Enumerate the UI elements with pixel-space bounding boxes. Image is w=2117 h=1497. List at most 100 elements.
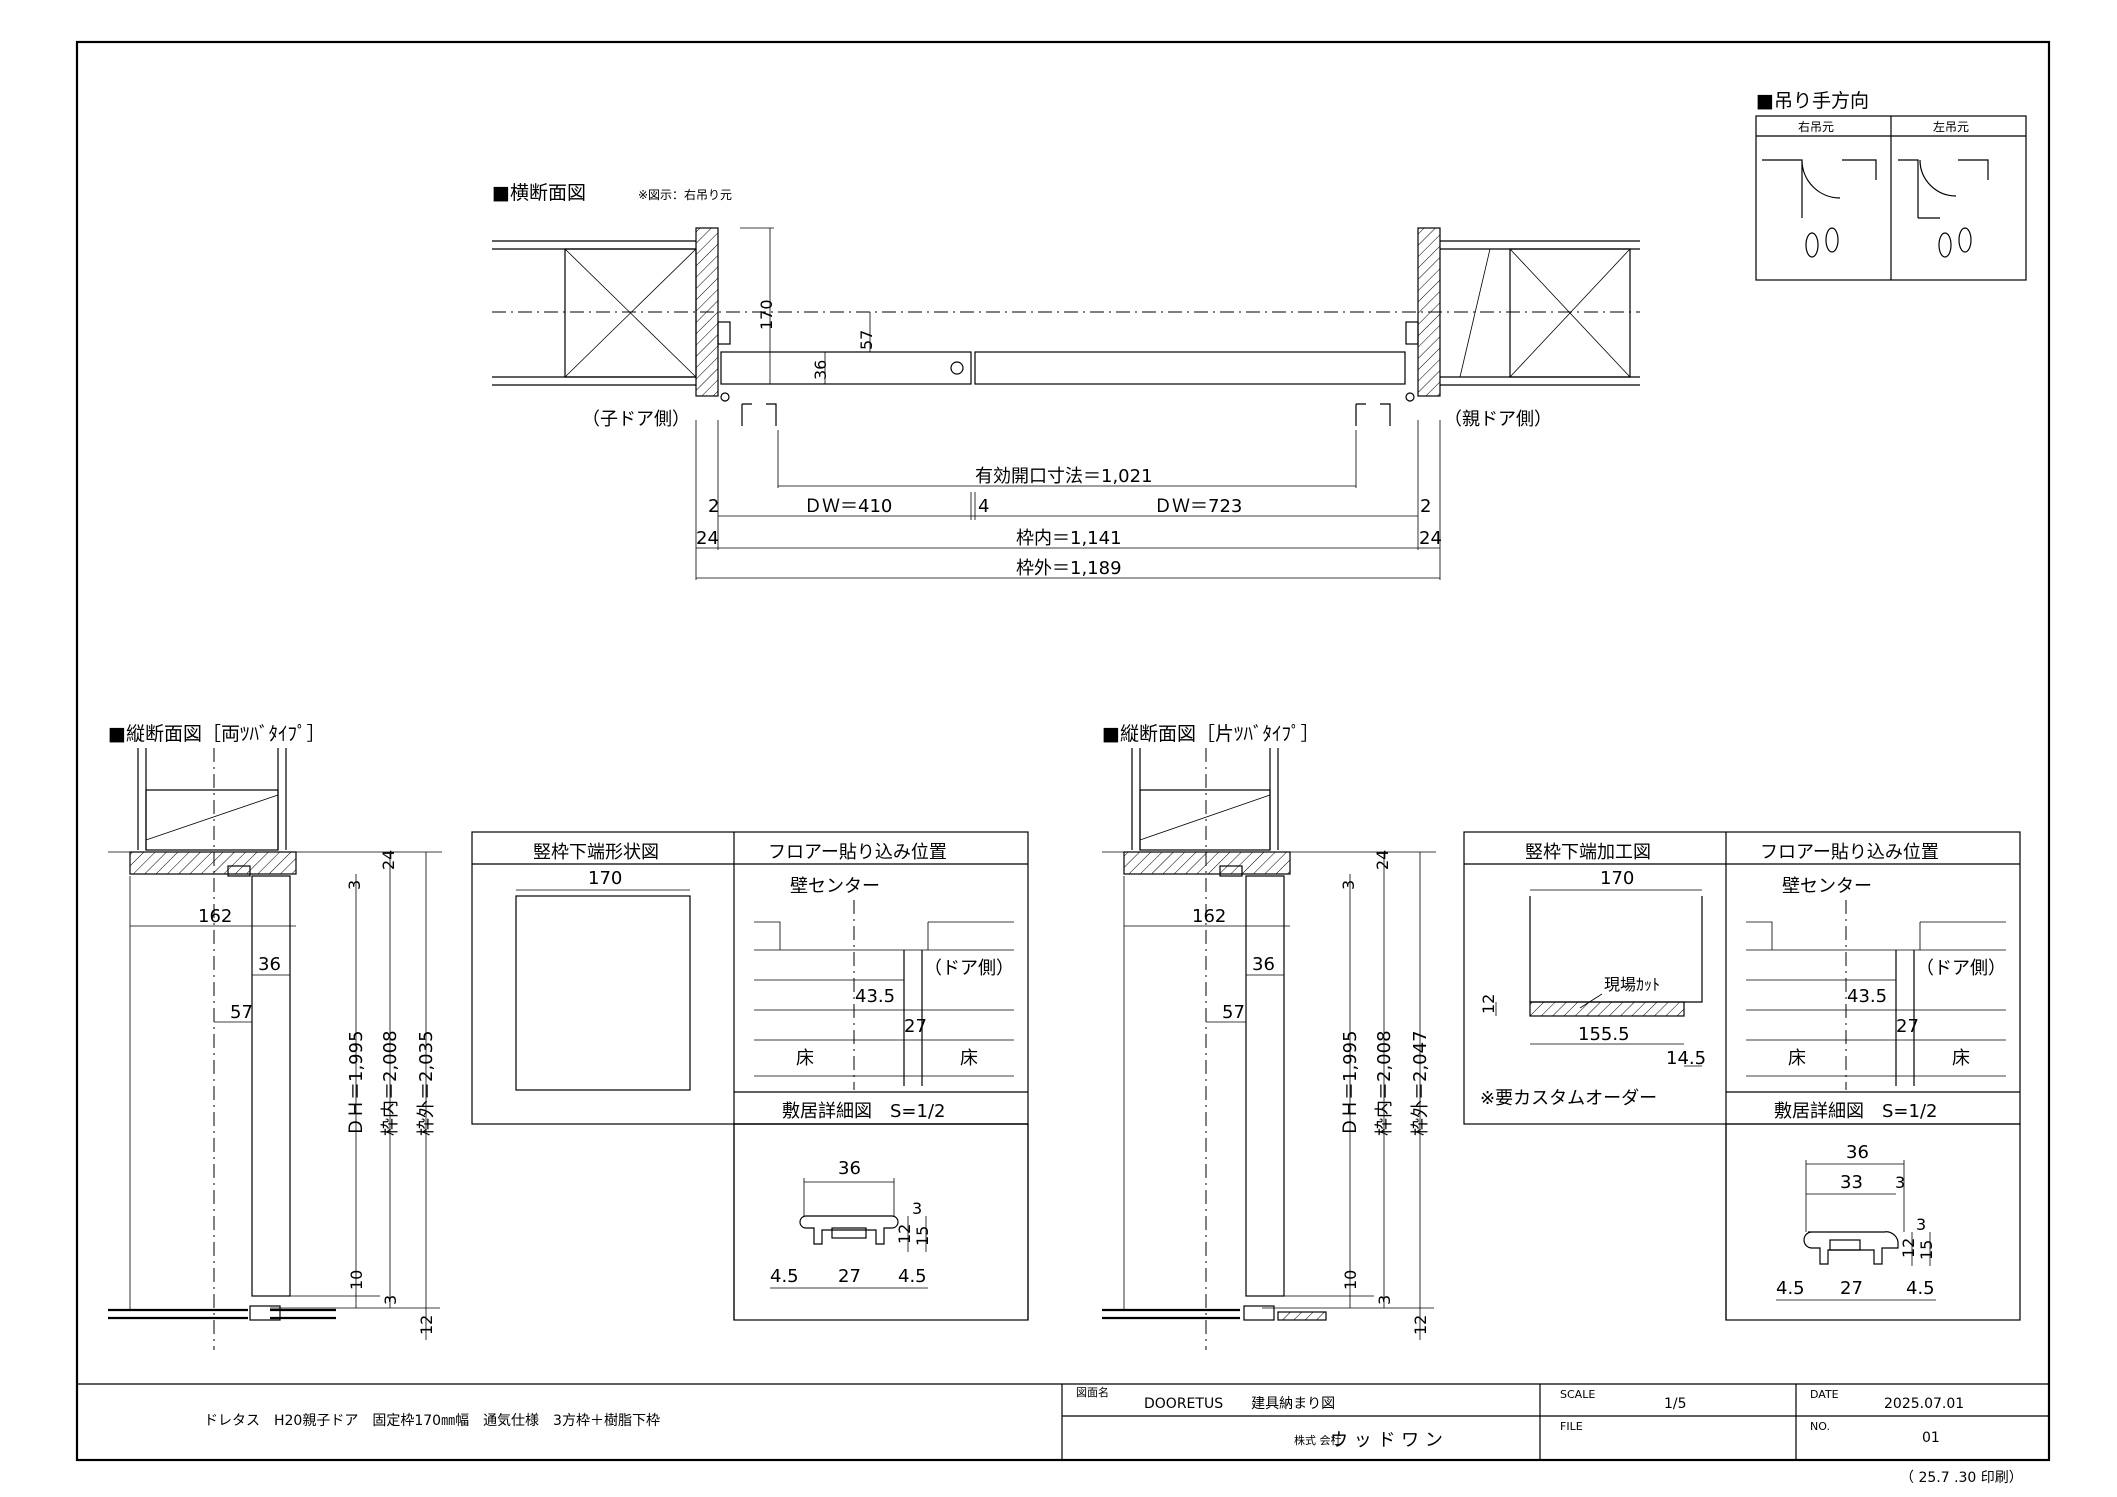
dl-header-b: フロアー貼り込み位置: [768, 842, 947, 863]
vb-dim-10: 10: [347, 1270, 366, 1290]
dr-dim-155-5: 155.5: [1578, 1024, 1630, 1045]
scale-label: SCALE: [1560, 1388, 1595, 1401]
drawing-name-label: 図面名: [1076, 1385, 1109, 1399]
parent-door-leaf: [974, 351, 1406, 385]
dl-floor-l: 床: [796, 1048, 814, 1069]
vertical-single-title: ■縦断面図［片ﾂﾊﾞﾀｲﾌﾟ］: [1102, 723, 1319, 745]
dl-sill-15: 15: [913, 1226, 932, 1246]
company-name: ウ ッ ド ワ ン: [1330, 1430, 1443, 1451]
hanging-left: 左吊元: [1933, 119, 1969, 134]
dr-sill-36: 36: [1846, 1142, 1869, 1163]
vb-dim-57: 57: [230, 1002, 253, 1023]
dr-sill-15: 15: [1917, 1240, 1936, 1260]
dl-sill-3: 3: [912, 1199, 922, 1218]
dr-sill-4-5-r: 4.5: [1906, 1278, 1935, 1299]
dl-sill-36: 36: [838, 1158, 861, 1179]
gap-2-left: 2: [708, 496, 719, 517]
dr-floor-l: 床: [1788, 1048, 1806, 1069]
dr-dim-170: 170: [1600, 868, 1634, 889]
dr-sill-27: 27: [1840, 1278, 1863, 1299]
vb-dim-162: 162: [198, 906, 232, 927]
vertical-section-single: ■縦断面図［片ﾂﾊﾞﾀｲﾌﾟ］ 162 36 57 3 24 ＤＨ＝1,995 …: [1102, 723, 1436, 1350]
vb-dim-3-bottom: 3: [381, 1295, 400, 1305]
hanging-title: ■吊り手方向: [1756, 90, 1869, 112]
effective-opening: 有効開口寸法＝1,021: [975, 466, 1153, 487]
dr-header-b: フロアー貼り込み位置: [1760, 842, 1939, 863]
dr-dim-14-5: 14.5: [1666, 1048, 1706, 1069]
frame-24-right: 24: [1419, 528, 1442, 549]
drawing-name: DOORETUS 建具納まり図: [1144, 1396, 1335, 1412]
dr-dim-43-5: 43.5: [1847, 986, 1887, 1007]
dr-sill-title: 敷居詳細図 S=1/2: [1774, 1101, 1937, 1122]
vs-dim-57: 57: [1222, 1002, 1245, 1023]
frame-outer: 枠外＝1,189: [1016, 558, 1122, 579]
vs-dim-162: 162: [1192, 906, 1226, 927]
dl-wall-center: 壁センター: [790, 876, 880, 897]
dr-sill-3a: 3: [1895, 1173, 1905, 1192]
detail-table-right: 竪枠下端加工図 フロアー貼り込み位置 170 現場ｶｯﾄ 12 155.5 14…: [1463, 831, 2021, 1321]
dr-dim-12: 12: [1479, 994, 1498, 1014]
no-label: NO.: [1810, 1420, 1830, 1433]
dl-floor-r: 床: [960, 1048, 978, 1069]
vb-inner: 枠内＝2,008: [380, 1030, 401, 1136]
dl-dim-170: 170: [588, 868, 622, 889]
vb-dim-3-top: 3: [345, 880, 364, 890]
dl-header-a: 竪枠下端形状図: [533, 842, 659, 863]
dr-custom-order: ※要カスタムオーダー: [1480, 1088, 1657, 1109]
frame-inner: 枠内＝1,141: [1016, 528, 1122, 549]
sheet-border: [75, 40, 2051, 1462]
dl-sill-4-5-l: 4.5: [770, 1266, 799, 1287]
vs-dim-3-top: 3: [1339, 880, 1358, 890]
dr-sill-12: 12: [1899, 1238, 1918, 1258]
product-title: ドレタス H20親子ドア 固定枠170㎜幅 通気仕様 3方枠＋樹脂下枠: [204, 1413, 660, 1429]
cross-dim-36: 36: [811, 360, 830, 380]
print-date: （ 25.7 .30 印刷）: [1900, 1470, 2023, 1486]
vs-inner: 枠内＝2,008: [1374, 1030, 1395, 1136]
dw-left: ＤＷ＝410: [804, 496, 892, 517]
dl-sill-12: 12: [895, 1224, 914, 1244]
dw-right: ＤＷ＝723: [1154, 496, 1242, 517]
right-side-label: （親ドア側）: [1444, 409, 1552, 430]
file-label: FILE: [1560, 1420, 1583, 1433]
dl-dim-43-5: 43.5: [855, 986, 895, 1007]
title-block: ドレタス H20親子ドア 固定枠170㎜幅 通気仕様 3方枠＋樹脂下枠 図面名 …: [77, 1383, 2049, 1486]
vs-dim-3-bottom: 3: [1375, 1295, 1394, 1305]
gap-2-right: 2: [1420, 496, 1431, 517]
date-label: DATE: [1810, 1388, 1839, 1401]
dr-sill-33: 33: [1840, 1172, 1863, 1193]
hanging-direction: ■吊り手方向 右吊元 左吊元: [1755, 90, 2027, 281]
vs-outer: 枠外＝2,047: [1410, 1030, 1431, 1136]
detail-table-left: 竪枠下端形状図 フロアー貼り込み位置 170 壁センター （ドア側） 43.5 …: [471, 831, 1029, 1321]
dl-door-side: （ドア側）: [924, 958, 1014, 979]
vs-dh: ＤＨ＝1,995: [1340, 1030, 1361, 1136]
cross-dim-170: 170: [757, 299, 776, 330]
cross-dim-57: 57: [857, 330, 876, 350]
hanging-right: 右吊元: [1798, 119, 1834, 134]
vs-dim-10: 10: [1341, 1270, 1360, 1290]
no-value: 01: [1922, 1430, 1940, 1446]
scale-value: 1/5: [1664, 1396, 1687, 1412]
vertical-both-title: ■縦断面図［両ﾂﾊﾞﾀｲﾌﾟ］: [108, 723, 325, 745]
date-value: 2025.07.01: [1884, 1396, 1964, 1412]
child-door-leaf: [720, 351, 972, 385]
dr-header-a: 竪枠下端加工図: [1525, 842, 1651, 863]
dr-dim-27: 27: [1896, 1016, 1919, 1037]
dl-sill-4-5-r: 4.5: [898, 1266, 927, 1287]
dl-dim-27: 27: [904, 1016, 927, 1037]
vb-outer: 枠外＝2,035: [416, 1030, 437, 1136]
cross-section-view: ■横断面図 ※図示：右吊り元: [492, 182, 1640, 580]
company-prefix: 株式 会社: [1294, 1433, 1342, 1447]
dr-field-cut: 現場ｶｯﾄ: [1604, 975, 1660, 994]
dl-sill-27: 27: [838, 1266, 861, 1287]
cross-section-note: ※図示：右吊り元: [638, 187, 732, 202]
dl-sill-title: 敷居詳細図 S=1/2: [782, 1101, 945, 1122]
left-side-label: （子ドア側）: [582, 409, 690, 430]
frame-24-left: 24: [696, 528, 719, 549]
dr-wall-center: 壁センター: [1782, 876, 1872, 897]
dr-sill-4-5-l: 4.5: [1776, 1278, 1805, 1299]
vb-dim-36: 36: [258, 954, 281, 975]
vs-dim-36: 36: [1252, 954, 1275, 975]
vb-dim-12: 12: [417, 1315, 436, 1335]
vb-dh: ＤＨ＝1,995: [346, 1030, 367, 1136]
